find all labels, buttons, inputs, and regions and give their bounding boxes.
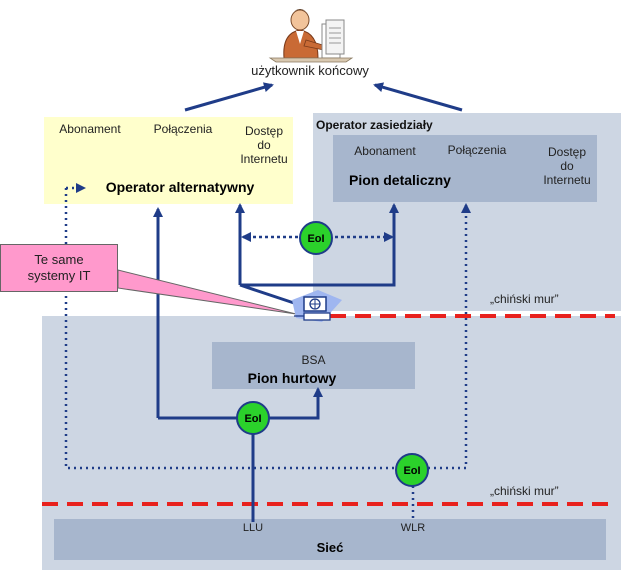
line-it-stub <box>239 283 301 307</box>
same-it-systems-callout: Te same systemy IT <box>0 244 118 292</box>
callout-text: Te same systemy IT <box>27 252 91 283</box>
bsa-label: BSA <box>301 353 326 367</box>
callout-pointer <box>117 269 297 315</box>
alt-item-calls: Połączenia <box>153 122 213 136</box>
line-eoi-horizontal <box>158 387 323 420</box>
retail-item-internet: Dostęp do Internetu <box>543 145 591 187</box>
end-user-label: użytkownik końcowy <box>251 63 369 78</box>
retail-division-title: Pion detaliczny <box>349 172 451 188</box>
chinese-wall-upper-label: „chiński mur” <box>490 292 559 306</box>
eoi-label-lower-left: EoI <box>244 413 262 425</box>
arrow-incumbent-to-user <box>373 82 463 112</box>
retail-item-subscription: Abonament <box>354 144 416 158</box>
arrow-alt-to-user <box>184 82 274 112</box>
wholesale-division-title: Pion hurtowy <box>247 370 337 386</box>
wholesale-division-box <box>212 342 415 389</box>
wlr-label: WLR <box>400 522 426 534</box>
eoi-label-upper: EoI <box>307 233 325 245</box>
network-title: Sieć <box>316 540 344 555</box>
retail-division-box <box>333 135 597 202</box>
computer-icon <box>292 290 342 322</box>
incumbent-operator-label: Operator zasiedziały <box>316 118 433 132</box>
llu-label: LLU <box>242 522 264 534</box>
eoi-circle-upper <box>299 221 333 255</box>
retail-item-calls: Połączenia <box>447 143 507 157</box>
dotted-line-incumbent <box>428 203 471 470</box>
alt-item-internet: Dostęp do Internetu <box>240 124 288 166</box>
line-it-to-retail <box>240 203 399 287</box>
eoi-circle-lower-right <box>395 453 429 487</box>
network-box <box>54 519 606 560</box>
eoi-circle-lower-left <box>236 401 270 435</box>
user-at-desk-icon <box>268 9 354 63</box>
chinese-wall-lower-label: „chiński mur” <box>490 484 559 498</box>
eoi-label-lower-right: EoI <box>403 465 421 477</box>
dotted-line-alt <box>64 188 395 470</box>
alt-item-subscription: Abonament <box>59 122 121 136</box>
alt-operator-title: Operator alternatywny <box>105 179 255 195</box>
